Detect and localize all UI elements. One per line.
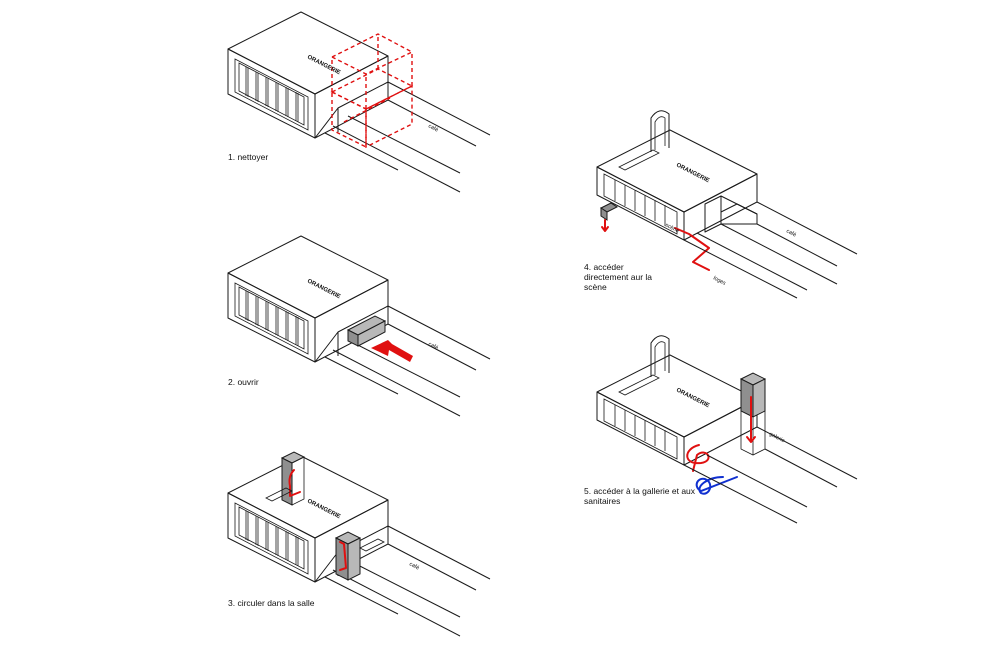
front-tower [334, 531, 385, 581]
step-3-diagram [227, 451, 491, 637]
entry-arrow [371, 340, 413, 362]
gallery-tower [739, 372, 767, 456]
building-label-2: ORANGERIE [306, 278, 341, 300]
step-4-diagram: scène loges [596, 110, 858, 299]
step-3-caption: 3. circuler dans la salle [228, 598, 315, 608]
step-1-diagram [227, 11, 491, 193]
demolition-volume [330, 33, 414, 149]
cafe-label-2: café [427, 341, 439, 351]
step-2-caption: 2. ouvrir [228, 377, 259, 387]
cafe-label-4: café [785, 228, 797, 238]
cafe-label-3: café [408, 561, 420, 571]
back-tower [265, 451, 306, 506]
building-label-5: ORANGERIE [675, 387, 710, 409]
step-5-caption: 5. accéder à la gallerie et aux sanitair… [584, 486, 696, 506]
stage-label: scène [664, 222, 680, 234]
step-2-diagram [227, 235, 491, 417]
building-label-4: ORANGERIE [675, 162, 710, 184]
entrance-box [346, 315, 387, 347]
building-label-1: ORANGERIE [306, 54, 341, 76]
step-1-caption: 1. nettoyer [228, 152, 269, 162]
gallery-label: galerie [768, 431, 785, 444]
step-4-caption: 4. accéder directement aur la scène [584, 262, 653, 292]
building-label-3: ORANGERIE [306, 498, 341, 520]
cafe-label-1: café [427, 123, 439, 133]
loges-label: loges [712, 275, 727, 286]
